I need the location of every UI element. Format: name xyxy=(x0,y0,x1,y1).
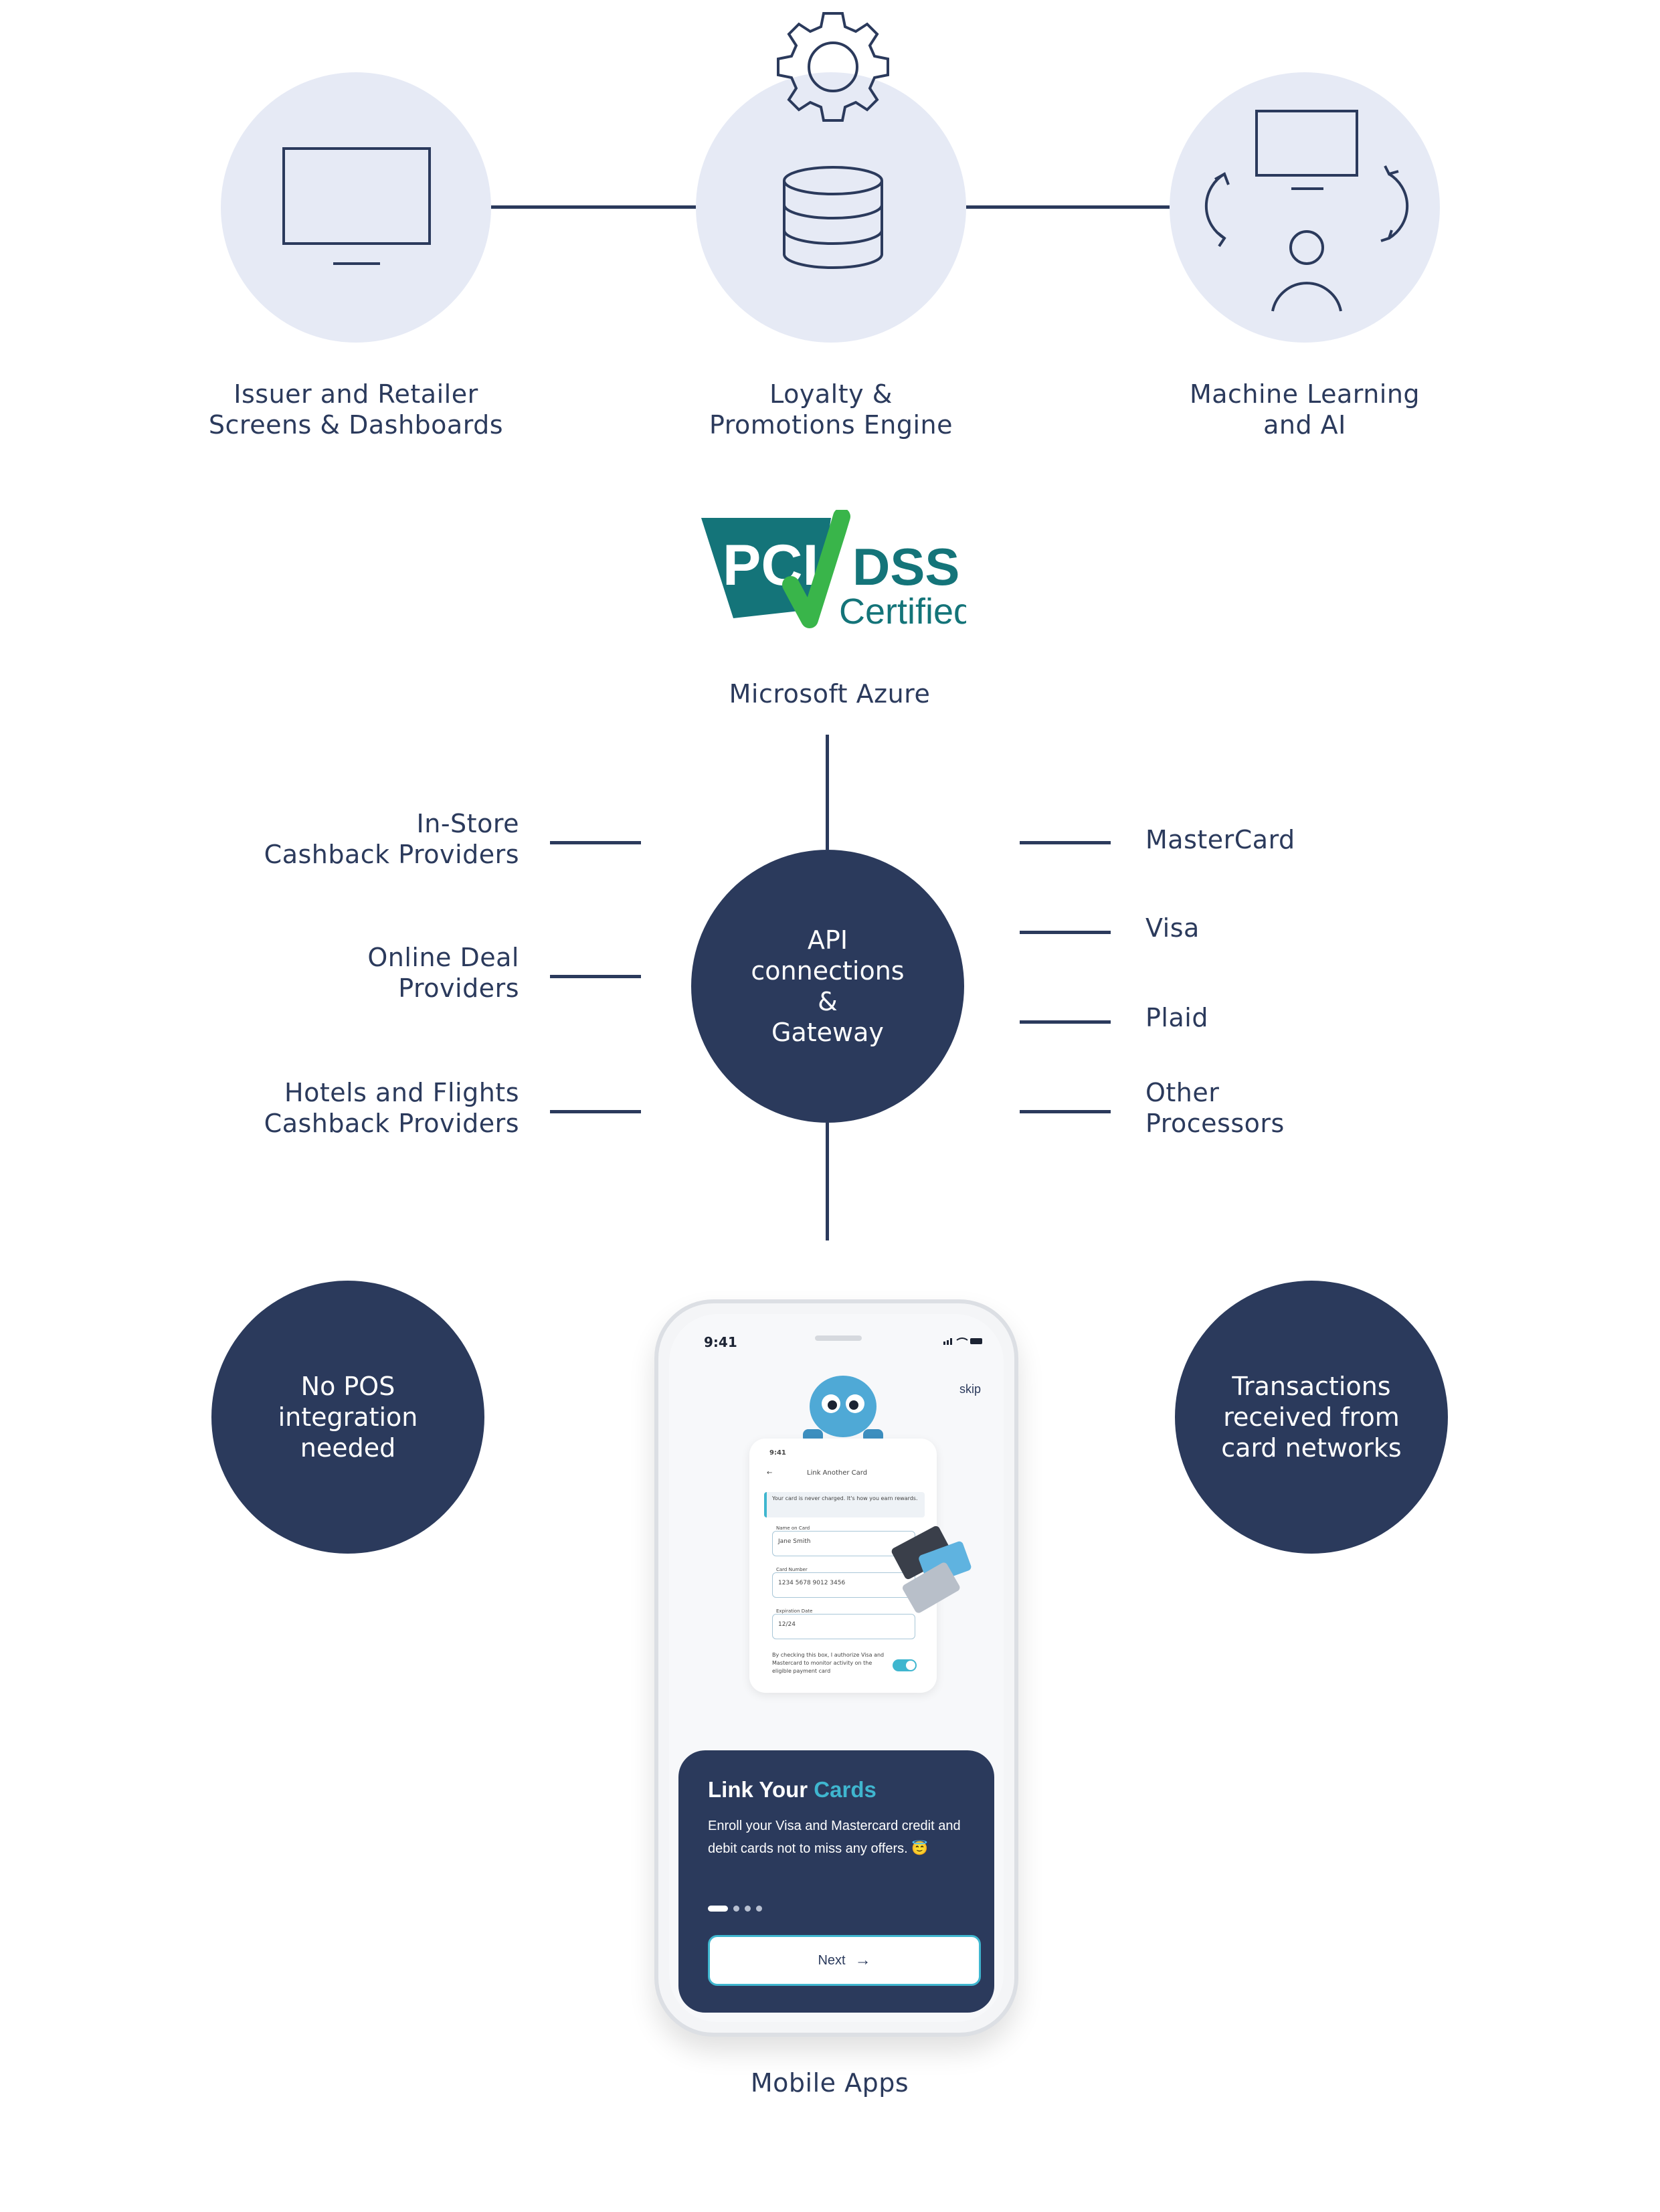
platform-label: Microsoft Azure xyxy=(729,679,931,709)
page-dot-active xyxy=(708,1906,728,1912)
transactions-label: Transactions received from card networks xyxy=(1221,1372,1402,1463)
consent-toggle[interactable] xyxy=(893,1659,917,1671)
api-gateway-hub: API connections & Gateway xyxy=(691,850,964,1123)
api-gateway-label: API connections & Gateway xyxy=(751,925,905,1047)
no-pos-label: No POS integration needed xyxy=(278,1372,418,1463)
visa-label: Visa xyxy=(1145,913,1200,943)
next-label: Next xyxy=(818,1952,846,1968)
other-processors-label: Other Processors xyxy=(1145,1078,1285,1138)
back-arrow-icon: ← xyxy=(767,1469,773,1477)
name-value: Jane Smith xyxy=(778,1538,811,1545)
name-field-label: Name on Card xyxy=(776,1526,810,1531)
pci-dss-certified-logo: PCI DSS Certified xyxy=(701,510,966,630)
expiry-field-label: Expiration Date xyxy=(776,1608,813,1614)
arrow-right-icon: → xyxy=(854,1951,871,1969)
page-dot xyxy=(756,1906,762,1912)
loyalty-engine-label: Loyalty & Promotions Engine xyxy=(709,379,953,440)
svg-text:Certified: Certified xyxy=(839,591,966,630)
signal-battery-icons xyxy=(943,1335,984,1345)
onboarding-sheet: Link Your Cards Enroll your Visa and Mas… xyxy=(678,1750,994,2013)
speaker-notch xyxy=(815,1335,862,1341)
page-dot xyxy=(733,1906,739,1912)
page-dot xyxy=(745,1906,751,1912)
plaid-label: Plaid xyxy=(1145,1003,1208,1032)
no-pos-circle: No POS integration needed xyxy=(211,1281,484,1554)
connector-plaid xyxy=(1020,1020,1111,1024)
inner-notice-box: Your card is never charged. It's how you… xyxy=(764,1492,925,1517)
database-gear-icon xyxy=(777,12,889,269)
dashboards-node xyxy=(221,72,491,343)
ml-ai-node xyxy=(1170,72,1440,343)
credit-cards-illustration xyxy=(891,1526,972,1613)
status-time: 9:41 xyxy=(704,1334,737,1350)
monitor-icon xyxy=(282,147,431,265)
mascot-icon xyxy=(803,1376,883,1443)
connector-visa xyxy=(1020,931,1111,934)
transactions-circle: Transactions received from card networks xyxy=(1175,1281,1448,1554)
sheet-title-accent: Cards xyxy=(814,1777,877,1802)
svg-text:PCI: PCI xyxy=(723,533,818,597)
monitor-user-cycle-icon xyxy=(1204,110,1409,312)
skip-link[interactable]: skip xyxy=(959,1382,982,1396)
number-value: 1234 5678 9012 3456 xyxy=(778,1580,846,1586)
connector-hub-top xyxy=(826,735,829,850)
sheet-title: Link Your Cards xyxy=(708,1777,877,1803)
in-store-cashback-label: In-Store Cashback Providers xyxy=(264,809,519,869)
inner-notice: Your card is never charged. It's how you… xyxy=(772,1495,918,1501)
number-field-label: Card Number xyxy=(776,1567,808,1572)
dashboards-label: Issuer and Retailer Screens & Dashboards xyxy=(208,379,504,440)
connector-hub-bottom xyxy=(826,1123,829,1240)
connector-in-store xyxy=(550,841,641,844)
connector-top-left xyxy=(491,205,696,209)
connector-hotels-flights xyxy=(550,1110,641,1113)
connector-other-processors xyxy=(1020,1110,1111,1113)
phone-mockup: 9:41 skip 9:41 ← Link Another Card Your … xyxy=(654,1299,1018,2037)
ml-ai-label: Machine Learning and AI xyxy=(1189,379,1420,440)
inner-time: 9:41 xyxy=(769,1449,786,1457)
hotels-flights-label: Hotels and Flights Cashback Providers xyxy=(264,1078,519,1138)
mastercard-label: MasterCard xyxy=(1145,825,1295,854)
consent-text: By checking this box, I authorize Visa a… xyxy=(772,1652,885,1674)
online-deal-label: Online Deal Providers xyxy=(367,943,519,1003)
phone-screen: 9:41 skip 9:41 ← Link Another Card Your … xyxy=(669,1314,1004,2022)
expiry-value: 12/24 xyxy=(778,1621,796,1628)
inner-title: Link Another Card xyxy=(807,1469,868,1477)
connector-online-deal xyxy=(550,975,641,978)
sheet-title-plain: Link Your xyxy=(708,1777,814,1802)
connector-top-right xyxy=(966,205,1170,209)
sheet-body: Enroll your Visa and Mastercard credit a… xyxy=(708,1819,961,1856)
page-indicator xyxy=(708,1906,762,1912)
next-button[interactable]: Next → xyxy=(708,1935,981,1986)
svg-text:DSS: DSS xyxy=(852,537,959,596)
expiry-field[interactable]: 12/24 xyxy=(772,1614,915,1639)
mobile-apps-label: Mobile Apps xyxy=(750,2068,909,2098)
connector-mastercard xyxy=(1020,841,1111,844)
